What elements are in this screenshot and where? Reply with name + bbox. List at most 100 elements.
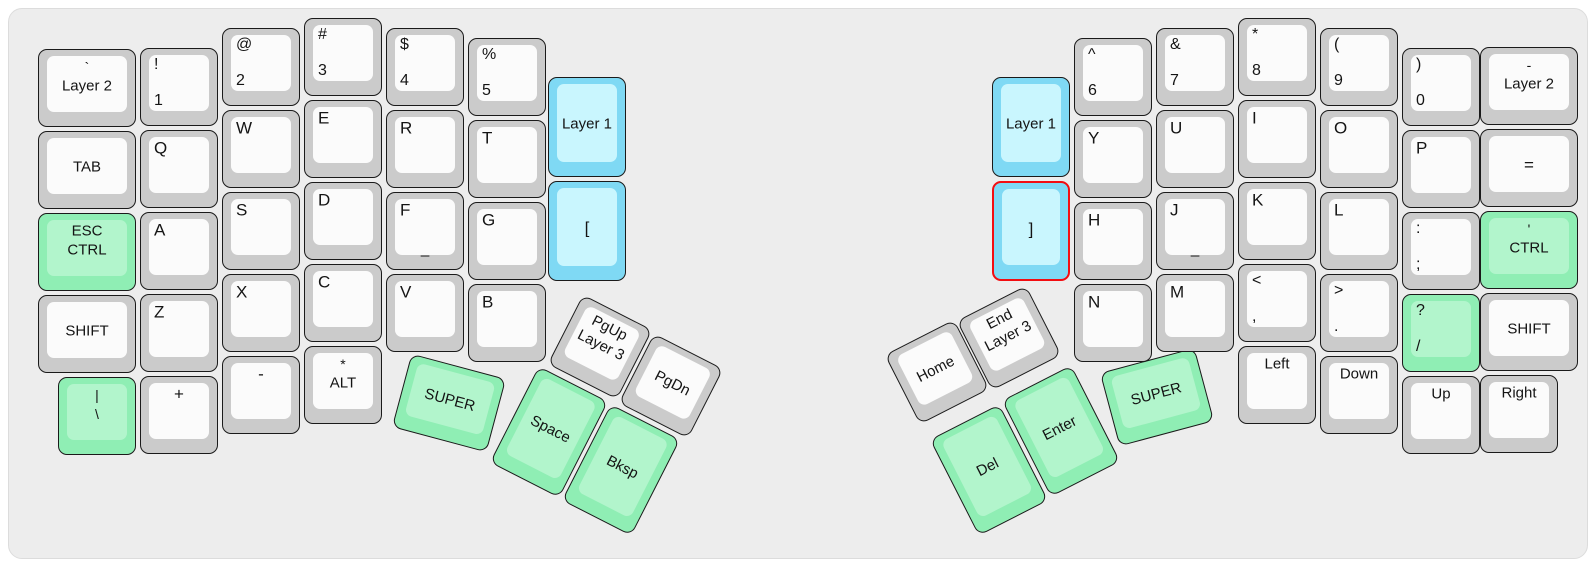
key-quote-ctrl[interactable]: 'CTRL (1480, 211, 1578, 289)
key-label: Right (1501, 384, 1537, 402)
key-label: K (1252, 190, 1264, 210)
key-label: Layer 2 (1503, 75, 1555, 93)
key-grave-layer2[interactable]: `Layer 2 (38, 49, 136, 127)
keycap-top (313, 25, 373, 81)
key-arrow-up[interactable]: Up (1402, 376, 1480, 454)
key-label: ? (1416, 302, 1425, 319)
key-star-alt[interactable]: *ALT (304, 346, 382, 424)
key-arrow-down[interactable]: Down (1320, 356, 1398, 434)
key-label: Q (154, 138, 168, 158)
key-label: L (1334, 200, 1344, 220)
key-label: ` (84, 59, 90, 75)
key-num0[interactable]: )0 (1402, 48, 1480, 126)
key-minus-layer2[interactable]: - Layer 2 (1480, 47, 1578, 125)
key-label: < (1252, 272, 1262, 289)
key-h[interactable]: H (1074, 202, 1152, 280)
key-label: SHIFT (1507, 320, 1551, 338)
key-l[interactable]: L (1320, 192, 1398, 270)
keycap-top (477, 209, 537, 265)
key-p[interactable]: P (1402, 130, 1480, 208)
key-label: / (1416, 338, 1421, 355)
keycap-top (1489, 218, 1569, 274)
key-comma[interactable]: <, (1238, 264, 1316, 342)
key-g[interactable]: G (468, 202, 546, 280)
key-layer1-right[interactable]: Layer 1 (992, 77, 1070, 177)
key-period[interactable]: >. (1320, 274, 1398, 352)
key-label: Up (1431, 385, 1451, 403)
homing-bar-indicator: _ (1190, 240, 1200, 258)
key-label: = (1524, 155, 1534, 175)
keycap-top (313, 189, 373, 245)
key-arrow-left[interactable]: Left (1238, 346, 1316, 424)
keycap-top (149, 219, 209, 275)
keycap-top (1165, 281, 1225, 337)
keycap-top (231, 35, 291, 91)
keycap-top (1165, 117, 1225, 173)
keycap-top (47, 220, 127, 276)
key-equals[interactable]: = (1480, 129, 1578, 207)
key-label: ^ (1088, 46, 1096, 63)
key-minus-left[interactable]: - (222, 356, 300, 434)
key-label: * (1252, 26, 1259, 43)
key-plus[interactable]: + (140, 376, 218, 454)
key-n[interactable]: N (1074, 284, 1152, 362)
key-z[interactable]: Z (140, 294, 218, 372)
keycap-top (1329, 363, 1389, 419)
key-s[interactable]: S (222, 192, 300, 270)
key-shift-right[interactable]: SHIFT (1480, 293, 1578, 371)
key-x[interactable]: X (222, 274, 300, 352)
key-k[interactable]: K (1238, 182, 1316, 260)
key-slash[interactable]: ?/ (1402, 294, 1480, 372)
key-r[interactable]: R (386, 110, 464, 188)
key-o[interactable]: O (1320, 110, 1398, 188)
key-label: U (1170, 118, 1183, 138)
key-i[interactable]: I (1238, 100, 1316, 178)
key-v[interactable]: V (386, 274, 464, 352)
key-label: > (1334, 282, 1344, 299)
key-layer1-left[interactable]: Layer 1 (548, 77, 626, 177)
keycap-top (47, 302, 127, 358)
key-label: & (1170, 36, 1181, 53)
key-semicolon[interactable]: :; (1402, 212, 1480, 290)
key-num6[interactable]: ^6 (1074, 38, 1152, 116)
key-num9[interactable]: (9 (1320, 28, 1398, 106)
key-num2[interactable]: @2 (222, 28, 300, 106)
key-num1[interactable]: !1 (140, 48, 218, 126)
keycap-top (1083, 291, 1143, 347)
key-y[interactable]: Y (1074, 120, 1152, 198)
keycap-top (557, 188, 617, 266)
key-d[interactable]: D (304, 182, 382, 260)
key-arrow-right[interactable]: Right (1480, 375, 1558, 453)
keycap-top (1247, 353, 1307, 409)
key-b[interactable]: B (468, 284, 546, 362)
key-q[interactable]: Q (140, 130, 218, 208)
key-tab[interactable]: TAB (38, 131, 136, 209)
key-w[interactable]: W (222, 110, 300, 188)
key-num8[interactable]: *8 (1238, 18, 1316, 96)
key-j[interactable]: J_ (1156, 192, 1234, 270)
key-label: S (236, 200, 248, 220)
key-label: C (318, 272, 331, 292)
key-num5[interactable]: %5 (468, 38, 546, 116)
key-c[interactable]: C (304, 264, 382, 342)
key-a[interactable]: A (140, 212, 218, 290)
key-num7[interactable]: &7 (1156, 28, 1234, 106)
key-pipe-backslash[interactable]: |\ (58, 377, 136, 455)
key-label: J (1170, 200, 1179, 220)
key-f[interactable]: F_ (386, 192, 464, 270)
key-label: 5 (482, 82, 491, 99)
key-rbracket[interactable]: ] (992, 181, 1070, 281)
key-label: - (1526, 57, 1532, 73)
key-shift-left[interactable]: SHIFT (38, 295, 136, 373)
key-num3[interactable]: #3 (304, 18, 382, 96)
key-lbracket[interactable]: [ (548, 181, 626, 281)
key-label: D (318, 190, 331, 210)
key-num4[interactable]: $4 (386, 28, 464, 106)
keycap-top (1489, 300, 1569, 356)
key-u[interactable]: U (1156, 110, 1234, 188)
key-e[interactable]: E (304, 100, 382, 178)
key-t[interactable]: T (468, 120, 546, 198)
key-m[interactable]: M (1156, 274, 1234, 352)
